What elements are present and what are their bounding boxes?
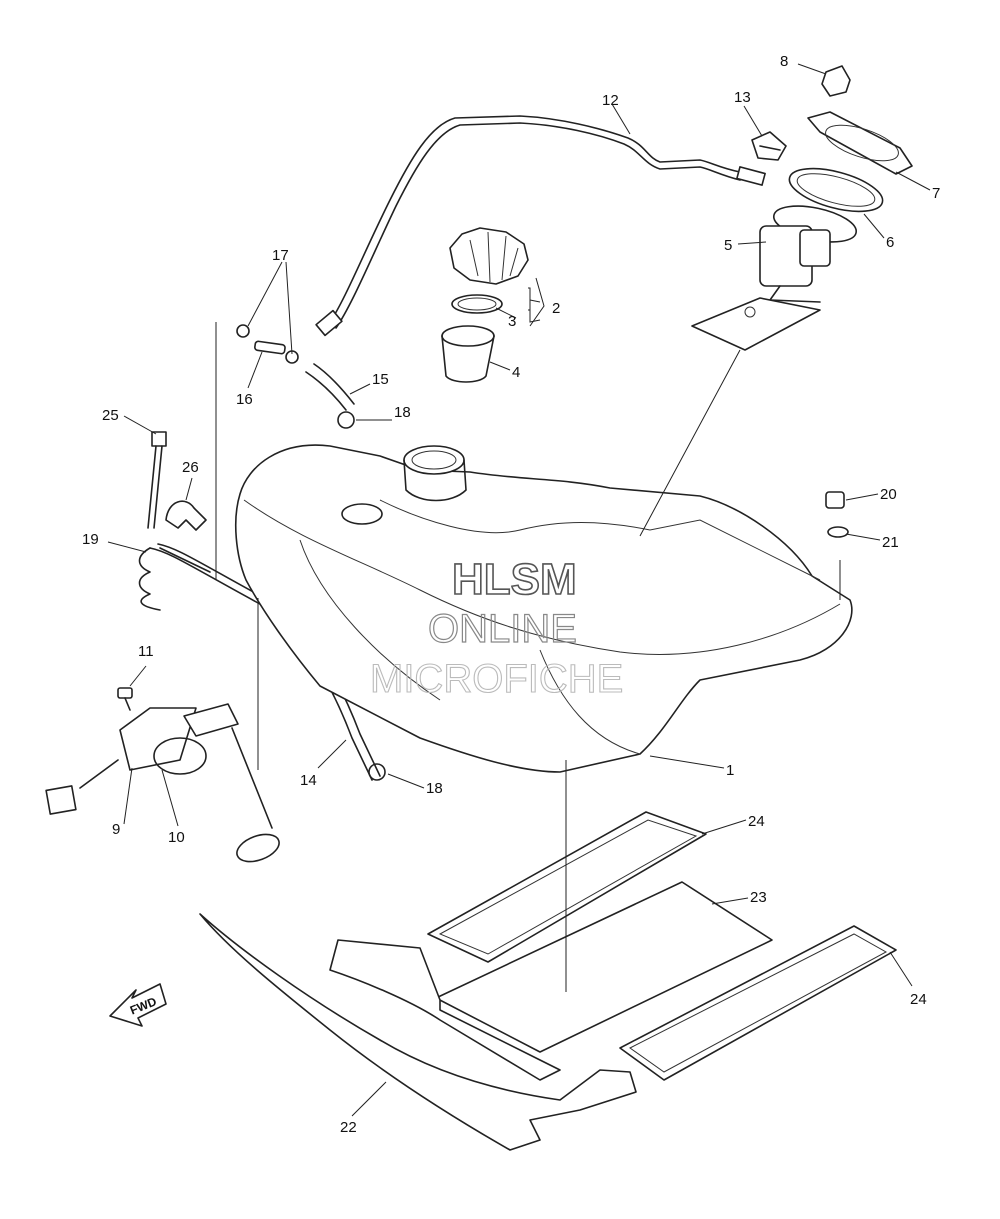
part-2-fuel-cap bbox=[449, 227, 529, 285]
watermark-line-2: ONLINE bbox=[428, 607, 577, 651]
callout-23: 23 bbox=[750, 889, 767, 906]
callout-24-top: 24 bbox=[748, 813, 765, 830]
callout-15: 15 bbox=[372, 371, 389, 388]
part-20-nut bbox=[825, 491, 845, 509]
callout-18-bottom: 18 bbox=[426, 780, 443, 797]
part-7-plate bbox=[807, 111, 913, 175]
part-4-filler-neck bbox=[441, 325, 495, 383]
part-13-hose-joint bbox=[751, 131, 787, 161]
watermark-line-1: HLSM bbox=[452, 555, 577, 604]
callout-12: 12 bbox=[602, 92, 619, 109]
callout-10: 10 bbox=[168, 829, 185, 846]
part-23-pad bbox=[435, 881, 773, 1053]
callout-18-top: 18 bbox=[394, 404, 411, 421]
part-22-protector bbox=[199, 913, 637, 1151]
part-12-fuel-hose bbox=[315, 115, 766, 337]
callout-4: 4 bbox=[512, 364, 520, 381]
part-24-pad-top bbox=[427, 811, 707, 963]
part-8-nut bbox=[821, 65, 851, 97]
callout-14: 14 bbox=[300, 772, 317, 789]
assembly-guide-lines bbox=[215, 322, 841, 992]
callout-6: 6 bbox=[886, 234, 894, 251]
part-5-fuel-pump bbox=[691, 205, 858, 351]
callout-labels: 1 2 3 4 5 6 7 8 9 10 11 12 13 14 15 16 1… bbox=[82, 53, 940, 1136]
part-24-pad-right bbox=[619, 925, 897, 1081]
part-9-sender-unit bbox=[45, 703, 280, 863]
callout-22: 22 bbox=[340, 1119, 357, 1136]
callout-24-right: 24 bbox=[910, 991, 927, 1008]
callout-19: 19 bbox=[82, 531, 99, 548]
part-21-washer bbox=[827, 526, 849, 538]
callout-8: 8 bbox=[780, 53, 788, 70]
callout-13: 13 bbox=[734, 89, 751, 106]
part-16-fitting bbox=[254, 340, 286, 355]
callout-21: 21 bbox=[882, 534, 899, 551]
tank-filler-opening bbox=[403, 445, 467, 502]
callout-26: 26 bbox=[182, 459, 199, 476]
callout-9: 9 bbox=[112, 821, 120, 838]
part-15-hose bbox=[305, 363, 355, 411]
callout-7: 7 bbox=[932, 185, 940, 202]
callout-17: 17 bbox=[272, 247, 289, 264]
part-26-clamp bbox=[165, 500, 207, 531]
watermark: HLSM ONLINE MICROFICHE bbox=[369, 554, 623, 701]
callout-2: 2 bbox=[552, 300, 560, 317]
callout-20: 20 bbox=[880, 486, 897, 503]
part-18-clamp-top bbox=[337, 411, 355, 429]
watermark-line-3: MICROFICHE bbox=[370, 657, 623, 701]
part-25-cable-tie bbox=[147, 431, 167, 529]
callout-11: 11 bbox=[138, 643, 154, 660]
fwd-arrow-icon: FWD bbox=[109, 983, 167, 1027]
callout-5: 5 bbox=[724, 237, 732, 254]
part-6-gasket bbox=[788, 167, 884, 213]
part-10-o-ring bbox=[153, 737, 207, 775]
callout-16: 16 bbox=[236, 391, 253, 408]
callout-25: 25 bbox=[102, 407, 119, 424]
part-3-cap-seal bbox=[451, 294, 503, 314]
callout-3: 3 bbox=[508, 313, 516, 330]
part-1-fuel-tank bbox=[234, 444, 853, 773]
callout-1: 1 bbox=[726, 762, 734, 779]
callout-leader-lines bbox=[107, 63, 931, 1117]
part-11-bolt bbox=[117, 687, 133, 711]
